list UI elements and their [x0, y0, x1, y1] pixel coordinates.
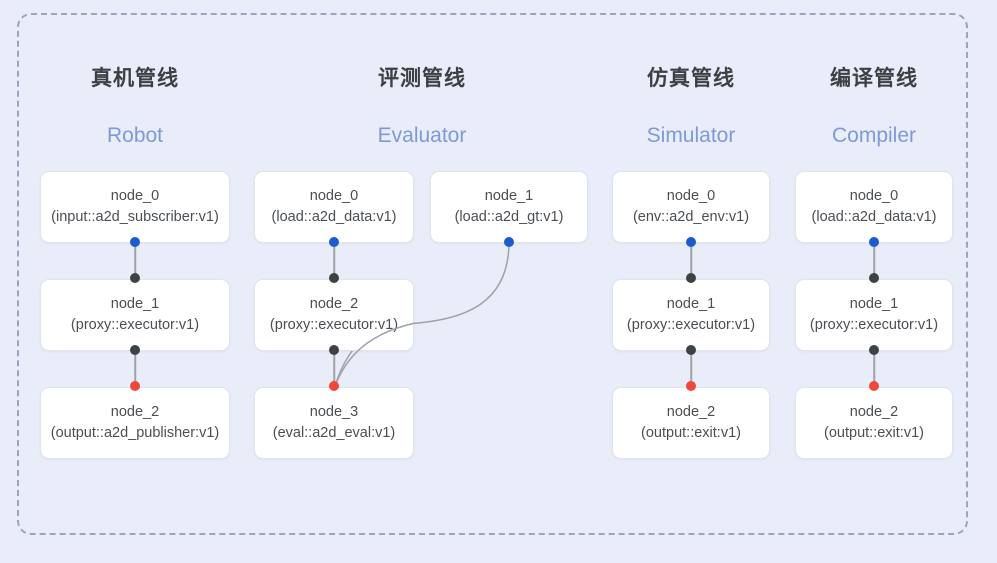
node-id: node_0 [849, 187, 899, 204]
node-id: node_0 [666, 187, 716, 204]
node-type: (output::exit:v1) [824, 425, 924, 441]
edge-simulator-1-2 [690, 350, 692, 386]
column-evaluator: 评测管线 Evaluator [325, 56, 519, 476]
node-compiler-1[interactable]: node_1 (proxy::executor:v1) [795, 279, 953, 351]
pipeline-frame [17, 13, 968, 535]
node-type: (proxy::executor:v1) [70, 317, 200, 333]
column-simulator: 仿真管线 Simulator [594, 56, 788, 476]
node-id: node_1 [849, 295, 899, 312]
edge-robot-1-2 [134, 350, 136, 386]
port-output-simulator-0[interactable] [686, 237, 696, 247]
port-output-evaluator-0[interactable] [329, 237, 339, 247]
node-evaluator-3[interactable]: node_3 (eval::a2d_eval:v1) [254, 387, 414, 459]
port-output-compiler-0[interactable] [869, 237, 879, 247]
port-output-robot-1[interactable] [130, 345, 140, 355]
port-input-simulator-1[interactable] [686, 273, 696, 283]
port-output-evaluator-1[interactable] [504, 237, 514, 247]
node-compiler-0[interactable]: node_0 (load::a2d_data:v1) [795, 171, 953, 243]
column-compiler: 编译管线 Compiler [777, 56, 971, 476]
node-type: (proxy::executor:v1) [269, 317, 399, 333]
port-output-compiler-1[interactable] [869, 345, 879, 355]
node-id: node_0 [309, 187, 359, 204]
column-robot: 真机管线 Robot [38, 56, 232, 476]
node-type: (eval::a2d_eval:v1) [272, 425, 396, 441]
node-type: (load::a2d_data:v1) [811, 209, 937, 225]
node-id: node_1 [110, 295, 160, 312]
node-type: (output::exit:v1) [641, 425, 741, 441]
node-id: node_2 [666, 403, 716, 420]
node-type: (proxy::executor:v1) [626, 317, 756, 333]
node-id: node_2 [309, 295, 359, 312]
column-title-en-robot: Robot [106, 124, 164, 147]
edge-evaluator-2-3 [333, 350, 335, 386]
port-input-robot-1[interactable] [130, 273, 140, 283]
node-type: (env::a2d_env:v1) [632, 209, 750, 225]
column-title-cn-compiler: 编译管线 [830, 67, 918, 90]
column-title-en-compiler: Compiler [831, 124, 917, 147]
node-type: (output::a2d_publisher:v1) [50, 425, 220, 441]
port-input-robot-2[interactable] [130, 381, 140, 391]
port-input-simulator-2[interactable] [686, 381, 696, 391]
node-simulator-0[interactable]: node_0 (env::a2d_env:v1) [612, 171, 770, 243]
node-evaluator-0[interactable]: node_0 (load::a2d_data:v1) [254, 171, 414, 243]
node-evaluator-2[interactable]: node_2 (proxy::executor:v1) [254, 279, 414, 351]
column-title-cn-robot: 真机管线 [91, 67, 179, 90]
edge-simulator-0-1 [690, 242, 692, 278]
node-robot-1[interactable]: node_1 (proxy::executor:v1) [40, 279, 230, 351]
node-type: (load::a2d_gt:v1) [454, 209, 564, 225]
port-input-compiler-1[interactable] [869, 273, 879, 283]
column-title-en-evaluator: Evaluator [377, 124, 467, 147]
node-id: node_1 [666, 295, 716, 312]
node-simulator-1[interactable]: node_1 (proxy::executor:v1) [612, 279, 770, 351]
node-id: node_2 [849, 403, 899, 420]
node-type: (input::a2d_subscriber:v1) [51, 209, 219, 225]
node-type: (load::a2d_data:v1) [271, 209, 397, 225]
node-simulator-2[interactable]: node_2 (output::exit:v1) [612, 387, 770, 459]
node-robot-2[interactable]: node_2 (output::a2d_publisher:v1) [40, 387, 230, 459]
node-type: (proxy::executor:v1) [809, 317, 939, 333]
node-robot-0[interactable]: node_0 (input::a2d_subscriber:v1) [40, 171, 230, 243]
node-id: node_1 [484, 187, 534, 204]
port-input-evaluator-2[interactable] [329, 273, 339, 283]
node-compiler-2[interactable]: node_2 (output::exit:v1) [795, 387, 953, 459]
edge-compiler-0-1 [873, 242, 875, 278]
node-id: node_3 [309, 403, 359, 420]
column-title-cn-simulator: 仿真管线 [647, 67, 735, 90]
column-title-cn-evaluator: 评测管线 [378, 67, 466, 90]
node-id: node_2 [110, 403, 160, 420]
port-output-evaluator-2[interactable] [329, 345, 339, 355]
port-output-simulator-1[interactable] [686, 345, 696, 355]
edge-robot-0-1 [134, 242, 136, 278]
node-evaluator-1[interactable]: node_1 (load::a2d_gt:v1) [430, 171, 588, 243]
node-id: node_0 [110, 187, 160, 204]
column-title-en-simulator: Simulator [646, 124, 736, 147]
port-output-robot-0[interactable] [130, 237, 140, 247]
edge-compiler-1-2 [873, 350, 875, 386]
port-input-evaluator-3[interactable] [329, 381, 339, 391]
port-input-compiler-2[interactable] [869, 381, 879, 391]
edge-evaluator-0-2 [333, 242, 335, 278]
